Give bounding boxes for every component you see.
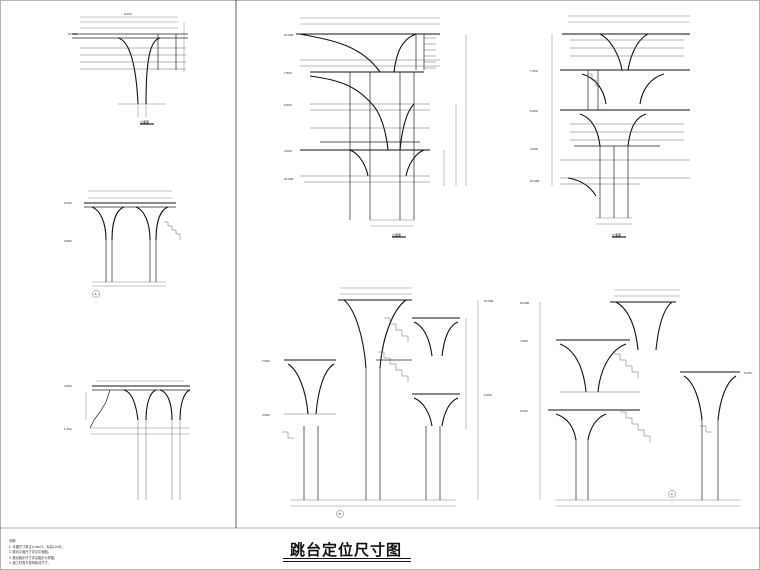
notes-line: 4. 施工时需与现场核对尺寸。 <box>9 561 51 566</box>
view-mid-left: A 5.000 2.000 <box>64 190 181 298</box>
svg-text:10.000: 10.000 <box>520 301 530 305</box>
notes-line: 2. 跳台平面尺寸详见平面图。 <box>9 550 51 555</box>
svg-text:5.000: 5.000 <box>520 409 528 413</box>
svg-text:7.500: 7.500 <box>262 359 270 363</box>
view-bottom-right: C 10.000 7.500 5.000 5.000 <box>520 289 752 507</box>
svg-text:7.500: 7.500 <box>520 339 528 343</box>
svg-text:3.000: 3.000 <box>530 147 538 151</box>
svg-text:3.000: 3.000 <box>284 149 292 153</box>
svg-text:10.000: 10.000 <box>484 299 494 303</box>
svg-text:±0.000: ±0.000 <box>530 179 539 183</box>
notes-block: 说明: 1. 本图尺寸单位以mm计，标高以m计。 2. 跳台平面尺寸详见平面图。… <box>9 539 65 567</box>
svg-text:3.000: 3.000 <box>262 413 270 417</box>
svg-text:4.000: 4.000 <box>64 384 72 388</box>
svg-text:7.500: 7.500 <box>284 71 292 75</box>
view-bottom-right-label: C <box>671 492 674 496</box>
view-mid-left-label: A <box>95 292 97 296</box>
svg-text:5.000: 5.000 <box>64 201 72 205</box>
view-top-left: 9.000 立面图 ±0.000 <box>68 12 188 125</box>
svg-text:1.200: 1.200 <box>64 427 72 431</box>
svg-text:±0.000: ±0.000 <box>284 177 293 181</box>
notes-line: 3. 跳台踏步尺寸详见踏步大样图。 <box>9 555 58 560</box>
svg-text:5.000: 5.000 <box>744 371 752 375</box>
view-top-right-label: 立面图 <box>612 232 621 237</box>
view-bottom-center-label: B <box>339 512 341 516</box>
notes-heading: 说明: <box>9 539 17 543</box>
title-underline-thin <box>283 561 411 562</box>
view-bottom-center: B 10.000 5.000 7.500 3.000 <box>262 287 494 518</box>
svg-text:9.000: 9.000 <box>124 12 132 16</box>
title-underline <box>283 558 411 559</box>
view-top-left-label: 立面图 <box>140 119 149 124</box>
svg-text:5.000: 5.000 <box>284 103 292 107</box>
svg-text:±0.000: ±0.000 <box>68 32 77 36</box>
svg-text:5.000: 5.000 <box>484 393 492 397</box>
svg-text:2.000: 2.000 <box>64 239 72 243</box>
svg-text:7.500: 7.500 <box>530 69 538 73</box>
drawing-title: 跳台定位尺寸图 <box>290 542 403 559</box>
view-top-right: 立面图 7.500 5.000 3.000 ±0.000 <box>530 15 690 238</box>
notes-line: 1. 本图尺寸单位以mm计，标高以m计。 <box>9 544 66 549</box>
view-top-center-label: 立面图 <box>392 232 401 237</box>
svg-text:5.000: 5.000 <box>530 109 538 113</box>
view-bottom-left: 4.000 1.200 <box>64 380 191 500</box>
svg-text:10.000: 10.000 <box>284 33 294 37</box>
view-top-center: 立面图 10.000 7.500 5.000 3.000 ±0.000 <box>284 17 467 238</box>
